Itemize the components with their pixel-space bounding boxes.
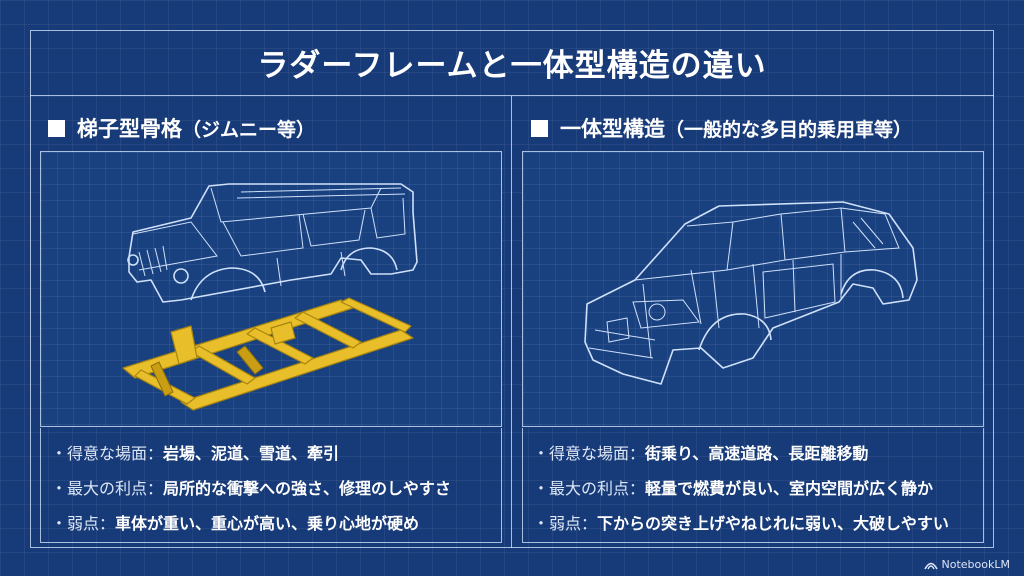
right-row-value: 軽量で燃費が良い、室内空間が広く静か [645, 478, 934, 498]
right-row-label: ・弱点： [533, 513, 598, 533]
square-bullet-icon [531, 119, 548, 137]
ladder-frame-vehicle-illustration [122, 183, 418, 411]
logo-text: NotebookLM [941, 558, 1010, 571]
notebooklm-logo-icon [923, 562, 938, 569]
right-row-label: ・最大の利点： [533, 478, 646, 498]
right-row-value: 街乗り、高速道路、長距離移動 [645, 443, 869, 463]
page-title: ラダーフレームと一体型構造の違い [30, 30, 994, 96]
ladder-frame-icon [122, 297, 414, 411]
right-info-row: ・弱点： 下からの突き上げやねじれに弱い、大破しやすい [533, 504, 983, 539]
left-info-row: ・弱点： 車体が重い、重心が高い、乗り心地が硬め [51, 504, 501, 539]
unibody-vehicle-illustration [584, 201, 918, 385]
right-info-row: ・最大の利点： 軽量で燃費が良い、室内空間が広く静か [533, 469, 983, 504]
left-heading-text: 梯子型骨格 [77, 117, 182, 141]
notebooklm-logo: NotebookLM [923, 558, 1010, 571]
left-info-row: ・得意な場面： 岩場、泥道、雪道、牽引 [51, 434, 501, 469]
left-info-box: ・得意な場面： 岩場、泥道、雪道、牽引 ・最大の利点： 局所的な衝撃への強さ、修… [40, 428, 502, 543]
left-row-label: ・最大の利点： [51, 478, 164, 498]
left-row-value: 車体が重い、重心が高い、乗り心地が硬め [115, 513, 420, 533]
right-row-value: 下からの突き上げやねじれに弱い、大破しやすい [597, 513, 949, 533]
unibody-illustration-box [522, 151, 984, 427]
ladder-frame-illustration-box [40, 151, 502, 427]
left-row-label: ・得意な場面： [51, 443, 164, 463]
left-panel-heading: 梯子型骨格 （ジムニー等） [48, 113, 315, 143]
right-info-row: ・得意な場面： 街乗り、高速道路、長距離移動 [533, 434, 983, 469]
unibody-car-icon [584, 201, 918, 385]
right-info-box: ・得意な場面： 街乗り、高速道路、長距離移動 ・最大の利点： 軽量で燃費が良い、… [522, 428, 984, 543]
outer-frame [30, 30, 994, 548]
left-subheading-text: （ジムニー等） [182, 118, 316, 141]
right-panel-heading: 一体型構造 （一般的な多目的乗用車等） [531, 113, 912, 143]
left-row-label: ・弱点： [51, 513, 116, 533]
square-bullet-icon [48, 119, 65, 137]
left-row-value: 局所的な衝撃への強さ、修理のしやすさ [163, 478, 451, 498]
right-subheading-text: （一般的な多目的乗用車等） [665, 118, 913, 141]
right-row-label: ・得意な場面： [533, 443, 646, 463]
suv-body-icon [127, 183, 418, 303]
panel-divider [511, 96, 512, 548]
left-row-value: 岩場、泥道、雪道、牽引 [163, 443, 340, 463]
right-heading-text: 一体型構造 [560, 117, 665, 141]
left-info-row: ・最大の利点： 局所的な衝撃への強さ、修理のしやすさ [51, 469, 501, 504]
